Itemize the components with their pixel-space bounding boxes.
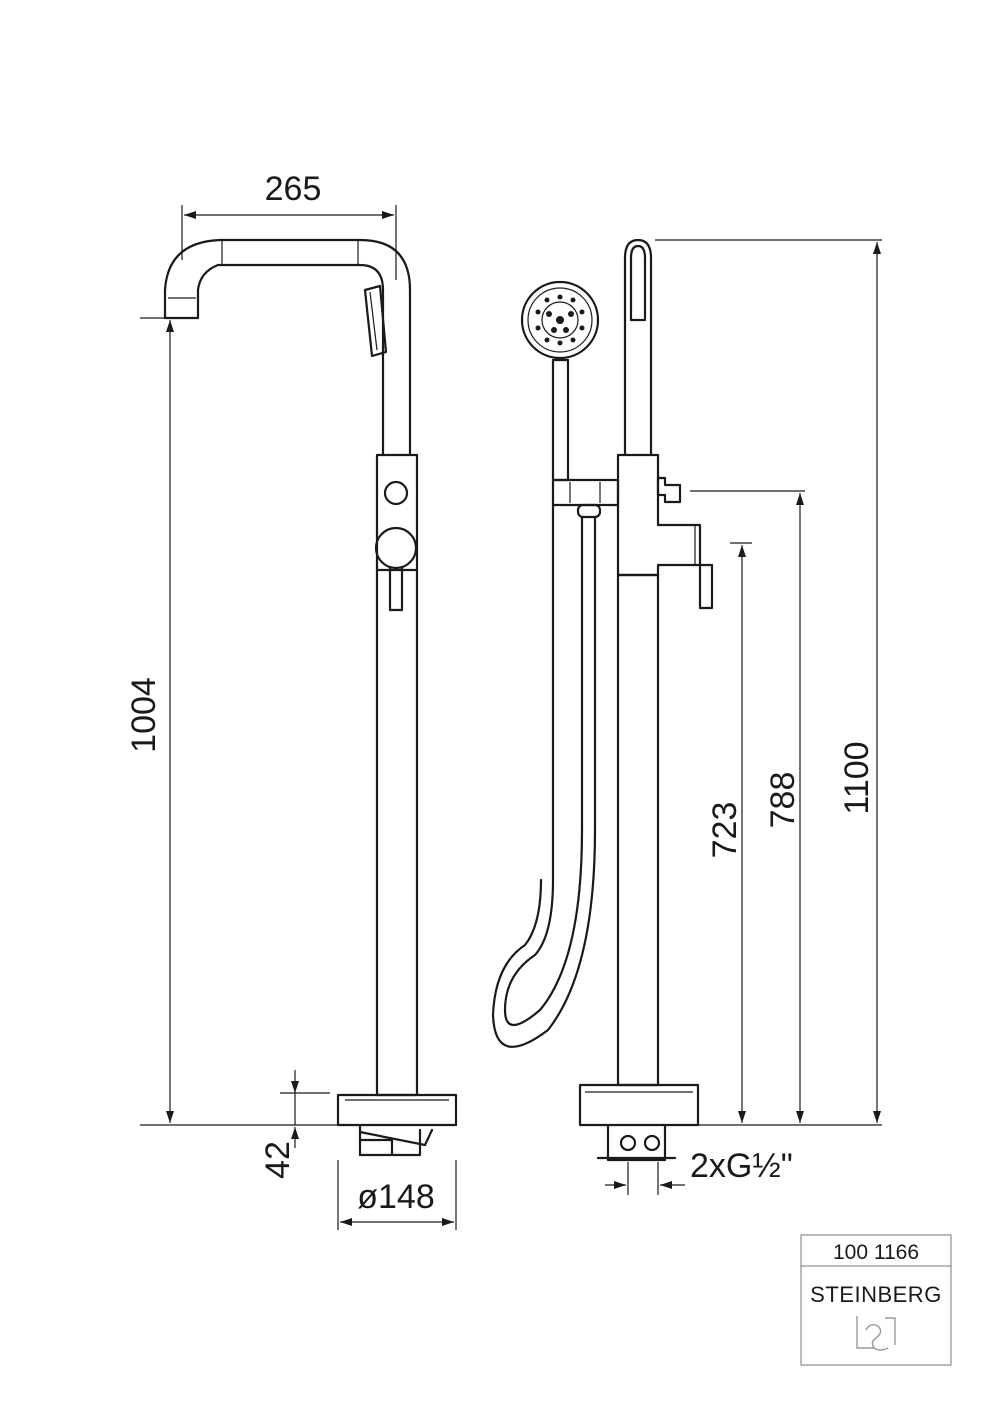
dim-base-height: 42: [259, 1141, 297, 1179]
dim-spout-reach: 265: [265, 170, 322, 208]
dim-height-788: 788: [764, 772, 802, 829]
dim-base-diameter: ø148: [357, 1178, 435, 1216]
article-number: 100 1166: [833, 1241, 919, 1264]
side-view: [491, 238, 714, 1162]
front-view: [163, 238, 458, 1157]
dim-overall-height: 1100: [838, 741, 876, 814]
dim-connection: 2xG½": [690, 1147, 793, 1185]
brand-logo-icon: [856, 1316, 896, 1351]
title-block: 100 1166 STEINBERG: [800, 1234, 952, 1366]
brand-name: STEINBERG: [810, 1282, 942, 1307]
dim-spout-height: 1004: [125, 677, 163, 753]
dim-height-723: 723: [706, 802, 744, 859]
